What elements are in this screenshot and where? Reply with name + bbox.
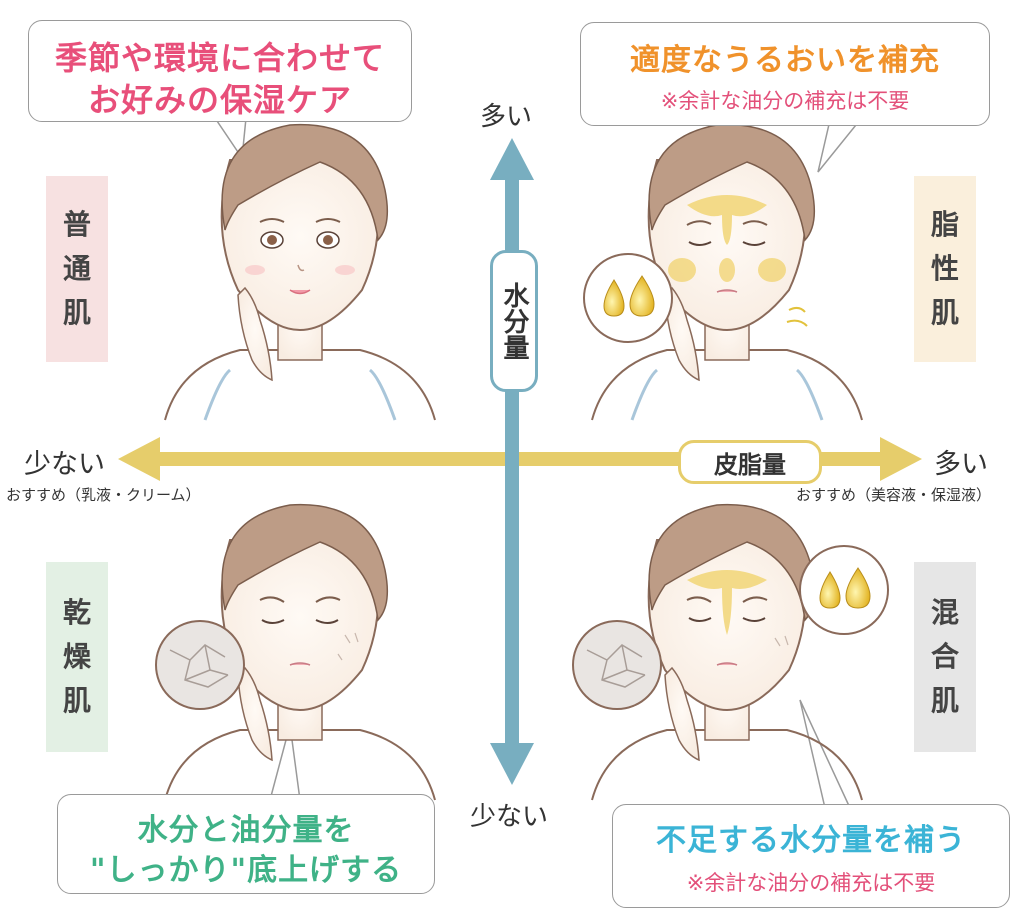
bubble-oily-title: 適度なうるおいを補充 [630,43,940,78]
label-oily-char-1: 脂 [930,208,959,241]
horizontal-axis-left-label: 少ない [24,449,105,480]
label-normal-char-1: 普 [62,208,91,241]
face-combination-skin [591,503,863,801]
bubble-combination-skin: 不足する水分量を補う ※余計な油分の補充は不要 [612,804,1010,908]
horizontal-axis-label: 皮脂量 [714,450,786,479]
bubble-dry-line2: "しっかり"底上げする [89,853,403,888]
oil-drops-magnifier-top [583,253,673,343]
horizontal-axis-label-pill: 皮脂量 [678,440,822,484]
vertical-axis-top-label: 多い [480,102,533,132]
bubble-combination-title: 不足する水分量を補う [656,823,966,858]
label-oily-char-3: 肌 [930,296,959,329]
label-combination-char-2: 合 [930,640,959,673]
bubble-oily-note: ※余計な油分の補充は不要 [660,89,910,113]
dry-crack-magnifier-left [155,620,245,710]
label-dry-skin: 乾 燥 肌 [46,562,108,752]
vertical-axis-label: 水分量 [499,282,529,360]
vertical-axis-label-pill: 水分量 [490,250,538,392]
horizontal-axis-right-note: おすすめ（美容液・保湿液） [796,486,992,504]
label-normal-char-3: 肌 [62,296,91,329]
label-oily-char-2: 性 [930,252,959,285]
horizontal-axis-left-note: おすすめ（乳液・クリーム） [6,486,201,504]
bubble-normal-line2: お好みの保湿ケア [87,81,352,119]
vertical-axis-bottom-label: 少ない [470,802,549,832]
bubble-dry-skin: 水分と油分量を "しっかり"底上げする [57,794,435,894]
face-dry-skin [164,503,436,801]
bubble-normal-skin: 季節や環境に合わせて お好みの保湿ケア [28,20,412,122]
face-oily-skin [591,123,863,421]
label-normal-skin: 普 通 肌 [46,176,108,362]
oil-drops-magnifier-bottom [799,545,889,635]
label-dry-char-1: 乾 [62,596,91,629]
bubble-combination-note: ※余計な油分の補充は不要 [686,871,936,895]
label-normal-char-2: 通 [62,252,91,285]
face-normal-skin [164,123,436,421]
label-oily-skin: 脂 性 肌 [914,176,976,362]
label-dry-char-2: 燥 [62,640,91,673]
label-combination-char-3: 肌 [930,684,959,717]
label-dry-char-3: 肌 [62,684,91,717]
bubble-tail-bottom-right [799,699,851,809]
label-combination-char-1: 混 [930,596,959,629]
bubble-oily-skin: 適度なうるおいを補充 ※余計な油分の補充は不要 [580,22,990,126]
dry-crack-magnifier-right [572,620,662,710]
horizontal-axis-right-label: 多い [934,449,988,480]
bubble-dry-line1: 水分と油分量を [137,813,355,848]
bubble-tail-top-right [817,119,861,173]
label-combination-skin: 混 合 肌 [914,562,976,752]
bubble-normal-line1: 季節や環境に合わせて [54,39,385,77]
